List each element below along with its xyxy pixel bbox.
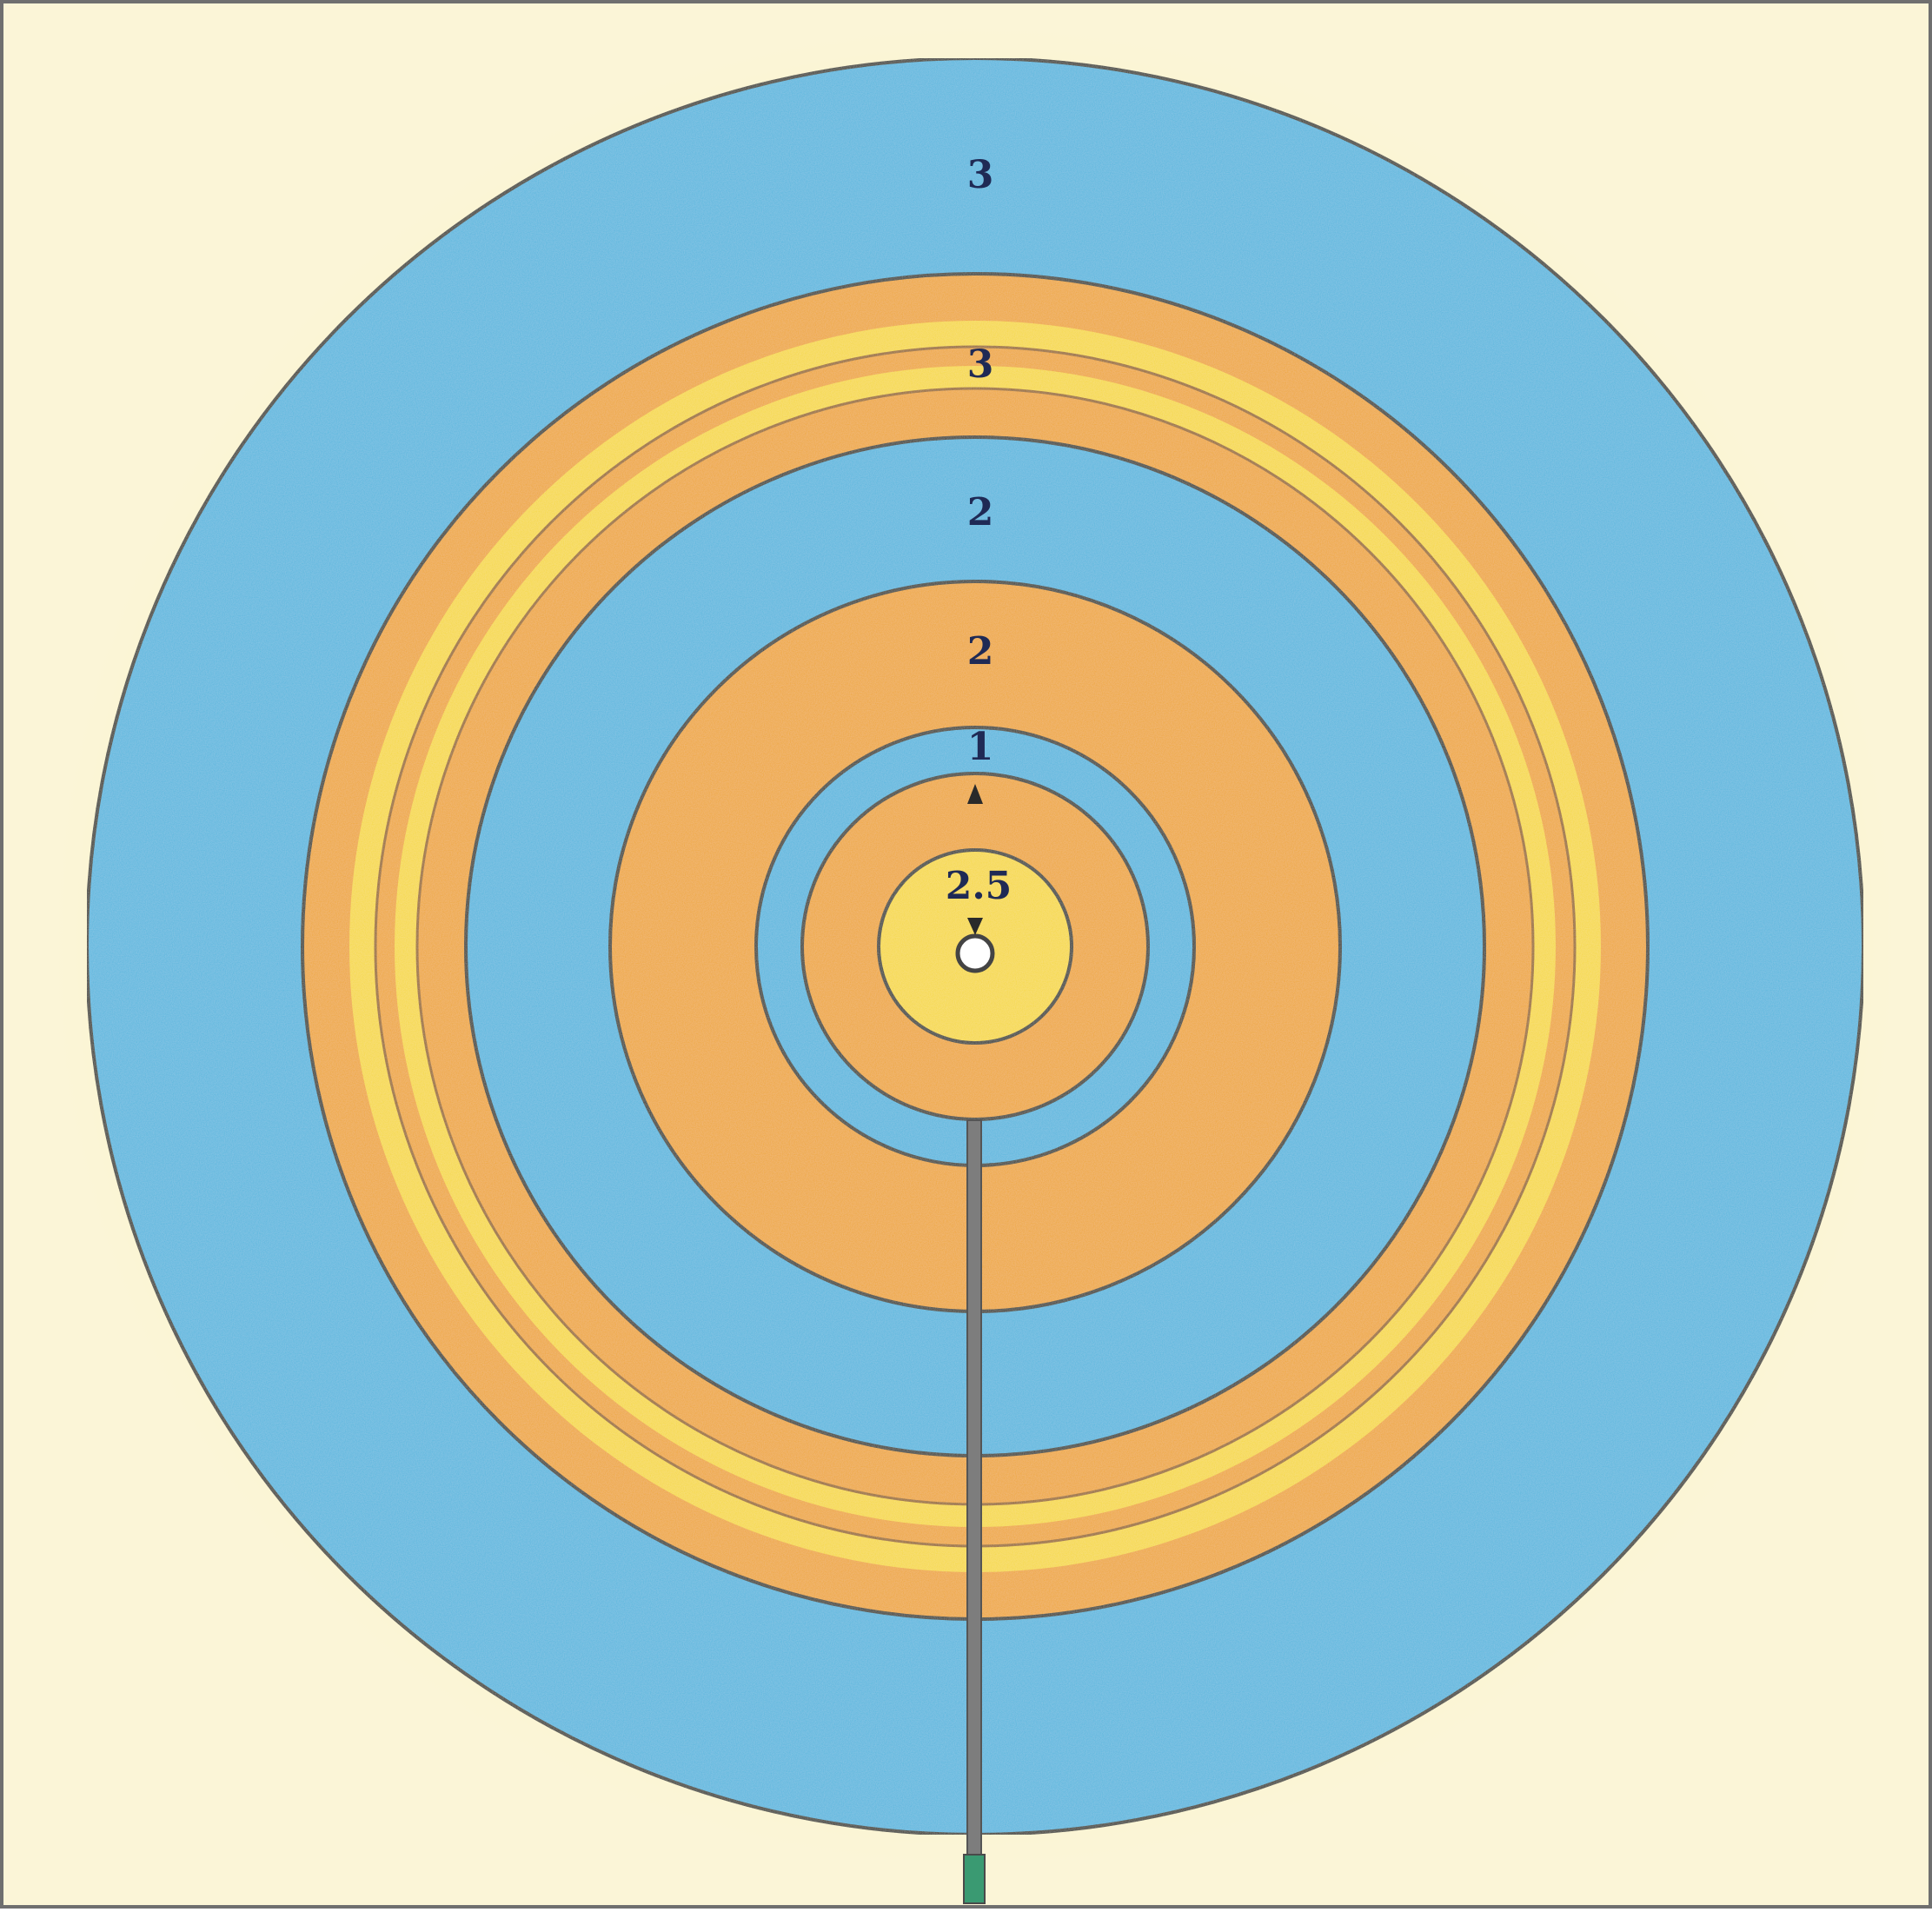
concentric-ring-diagram: 3 3 2 2 1 2.5 — [3, 3, 1932, 1912]
label-outer-orange-ring: 3 — [967, 342, 994, 387]
label-outer-blue-ring: 3 — [967, 153, 994, 197]
label-middle-orange-ring: 2 — [967, 629, 994, 674]
center-hole — [958, 936, 993, 971]
label-middle-blue-ring: 2 — [967, 490, 994, 534]
label-inner-yellow-disc: 2.5 — [946, 864, 1012, 908]
rod-foot — [964, 1855, 985, 1903]
label-inner-blue-ring: 1 — [967, 725, 994, 769]
vertical-rod — [967, 1120, 981, 1876]
